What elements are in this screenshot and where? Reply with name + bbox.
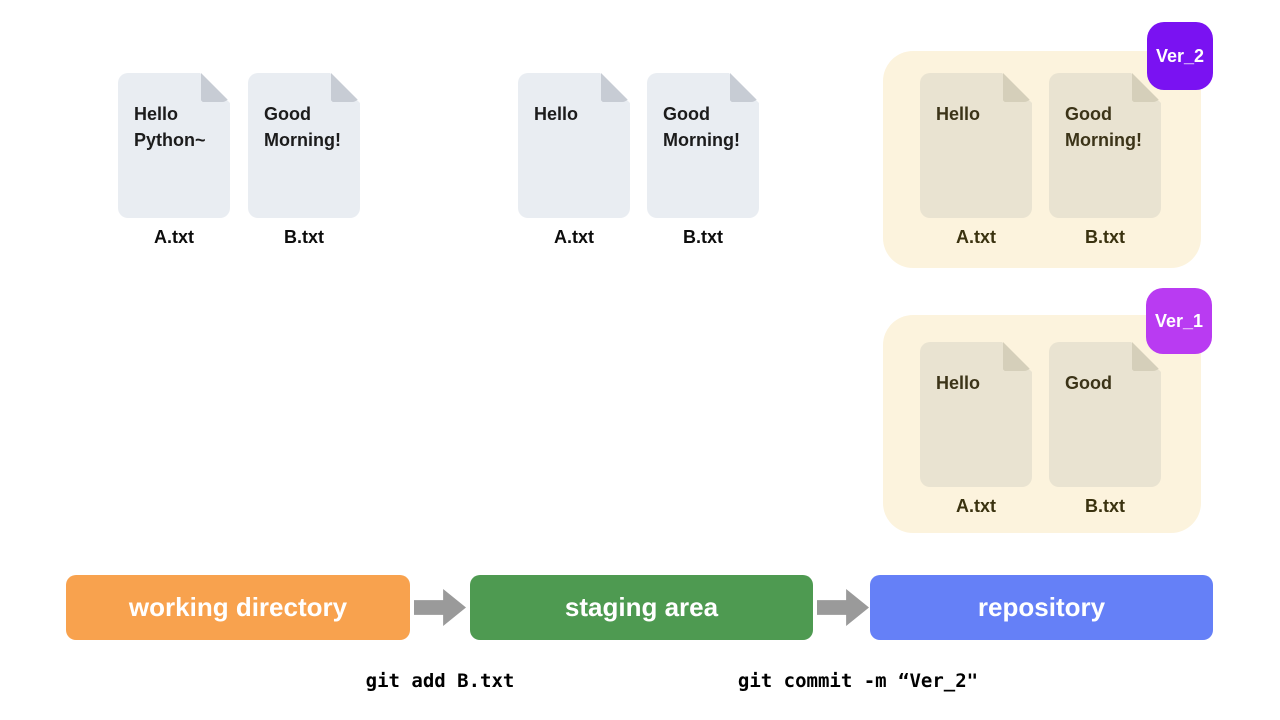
file-card-b-ver2: Good Morning! <box>1049 73 1161 218</box>
file-content: Hello <box>936 373 981 393</box>
file-card-b-working: Good Morning! <box>248 73 360 218</box>
file-name-label: A.txt <box>554 227 594 247</box>
folded-corner-icon <box>601 73 630 102</box>
file-card-a-working: Hello Python~ <box>118 73 230 218</box>
file-content: Hello Python~ <box>134 104 206 150</box>
stage-repository: repository <box>870 575 1213 640</box>
stage-staging-area: staging area <box>470 575 813 640</box>
folded-corner-icon <box>730 73 759 102</box>
file-content: Good <box>1065 373 1112 393</box>
file-name-label: B.txt <box>1085 496 1125 516</box>
repository-version-2-container: Hello A.txt Good Morning! B.txt <box>883 51 1201 268</box>
file-name-label: B.txt <box>284 227 324 247</box>
file-name-label: B.txt <box>683 227 723 247</box>
file-content: Good Morning! <box>663 104 740 150</box>
folded-corner-icon <box>1003 342 1032 371</box>
command-git-commit: git commit -m “Ver_2" <box>737 670 979 692</box>
repository-version-1-container: Hello A.txt Good B.txt <box>883 315 1201 533</box>
arrow-right-icon <box>817 589 869 626</box>
file-card-a-ver2: Hello <box>920 73 1032 218</box>
folded-corner-icon <box>331 73 360 102</box>
file-name-label: B.txt <box>1085 227 1125 247</box>
file-card-a-staging: Hello <box>518 73 630 218</box>
stage-working-directory: working directory <box>66 575 410 640</box>
file-card-a-ver1: Hello <box>920 342 1032 487</box>
file-name-label: A.txt <box>154 227 194 247</box>
file-card-b-ver1: Good <box>1049 342 1161 487</box>
folded-corner-icon <box>1003 73 1032 102</box>
file-name-label: A.txt <box>956 496 996 516</box>
arrow-right-icon <box>414 589 466 626</box>
command-git-add: git add B.txt <box>365 670 515 692</box>
folded-corner-icon <box>201 73 230 102</box>
version-badge-ver1: Ver_1 <box>1146 288 1212 354</box>
file-name-label: A.txt <box>956 227 996 247</box>
file-card-b-staging: Good Morning! <box>647 73 759 218</box>
file-content: Good Morning! <box>264 104 341 150</box>
version-badge-ver2: Ver_2 <box>1147 22 1213 90</box>
file-content: Good Morning! <box>1065 104 1142 150</box>
file-content: Hello <box>534 104 579 124</box>
file-content: Hello <box>936 104 981 124</box>
